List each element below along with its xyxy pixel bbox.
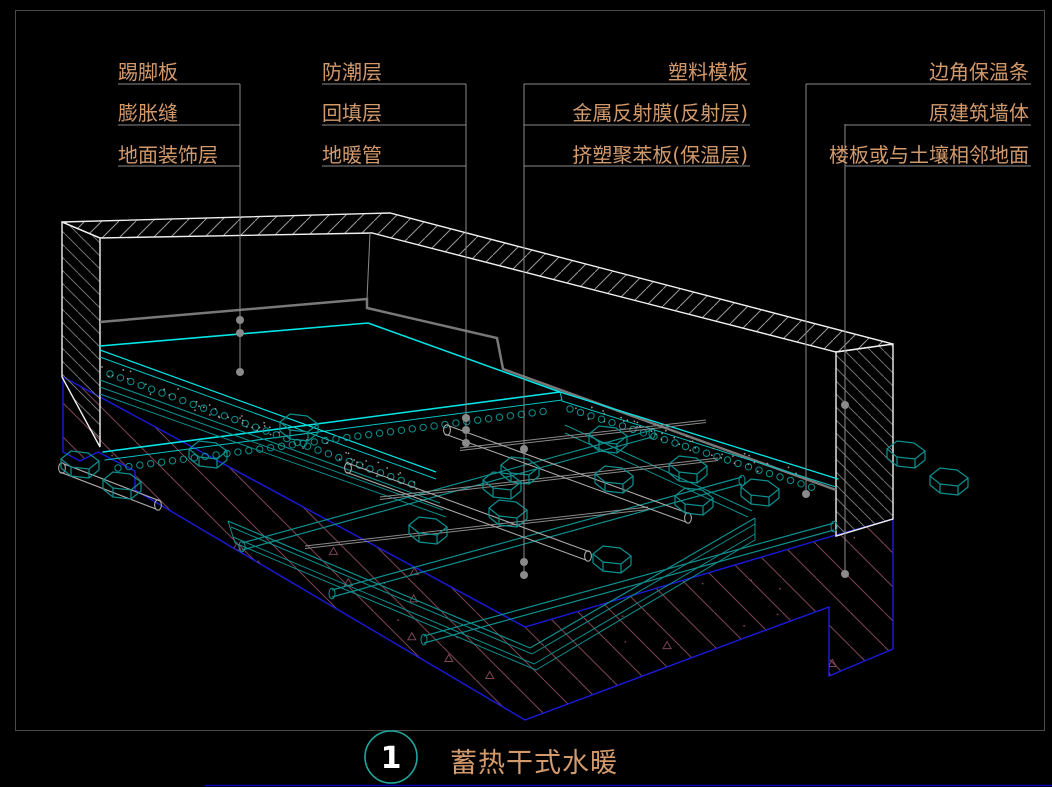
label-floor-slab-or-ground: 楼板或与土壤相邻地面 <box>829 143 1029 167</box>
label-floor-finish-layer: 地面装饰层 <box>118 143 218 167</box>
detail-number: 1 <box>381 741 402 776</box>
heat-plates <box>304 419 719 549</box>
left-wall-section <box>61 220 101 448</box>
label-backfill-layer: 回填层 <box>322 101 382 125</box>
label-original-wall: 原建筑墙体 <box>929 101 1029 125</box>
title-block: 1 蓄热干式水暖 <box>205 730 1052 787</box>
label-reflective-film: 金属反射膜(反射层) <box>572 101 748 125</box>
formwork-cell-strip <box>106 370 816 491</box>
pipe-rails <box>238 427 838 646</box>
skirting-and-edge-strip <box>99 297 837 492</box>
right-wall-section <box>835 343 894 537</box>
floor-finish-plate <box>99 322 839 488</box>
leader-lines <box>239 84 846 575</box>
detail-number-bubble <box>364 730 418 784</box>
label-heating-pipe: 地暖管 <box>322 143 382 167</box>
label-plastic-formwork: 塑料模板 <box>668 60 748 84</box>
leader-dots <box>236 316 849 579</box>
callout-labels: 踢脚板 膨胀缝 地面装饰层 防潮层 回填层 地暖管 塑料模板 金属反射膜(反射层… <box>118 60 1029 167</box>
wall-corner-edge <box>366 232 371 300</box>
formwork-nubs <box>60 413 969 574</box>
original-wall <box>61 212 894 537</box>
label-xps-insulation: 挤塑聚苯板(保温层) <box>572 143 748 167</box>
heating-pipes <box>58 424 692 562</box>
formwork-platform <box>227 517 756 671</box>
drawing-frame <box>15 10 1045 731</box>
label-expansion-joint: 膨胀缝 <box>118 101 178 125</box>
detail-title: 蓄热干式水暖 <box>450 748 618 779</box>
callout-underlines <box>118 83 1031 167</box>
label-edge-insulation-strip: 边角保温条 <box>929 60 1029 84</box>
label-moisture-barrier: 防潮层 <box>322 60 382 84</box>
wall-top-band <box>61 212 894 353</box>
backfill-speckles <box>101 366 797 490</box>
label-skirting-board: 踢脚板 <box>118 60 178 84</box>
